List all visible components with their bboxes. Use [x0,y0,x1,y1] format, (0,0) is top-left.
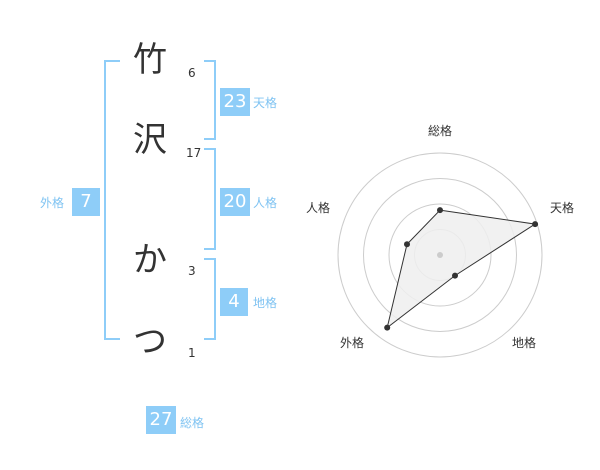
jinkaku-label: 人格 [253,196,278,210]
chikaku-bracket [204,258,216,340]
gaikaku-label: 外格 [40,196,65,210]
radar-label-jinkaku: 人格 [305,201,330,215]
name-char-2: 沢 [133,120,167,160]
gaikaku-bracket [104,60,120,340]
radar-ring [363,178,517,332]
soukaku-label: 総格 [180,416,205,430]
radar-label-gaikaku: 外格 [339,336,364,350]
radar-point [404,241,410,248]
name-char-3: か [133,240,167,280]
name-char-2-strokes: 17 [186,146,202,160]
gaikaku-value-badge: 7 [72,188,100,216]
chikaku-label: 地格 [253,296,278,310]
radar-label-chikaku: 地格 [511,336,536,350]
radar-point [384,324,391,331]
radar-label-tenkaku: 天格 [549,201,574,215]
name-char-1-strokes: 6 [188,66,196,80]
name-char-3-strokes: 3 [188,264,196,278]
jinkaku-value-badge: 20 [220,188,250,216]
chikaku-value-badge: 4 [220,288,248,316]
radar-point [437,207,443,214]
name-char-4: つ [133,322,167,362]
jinkaku-bracket [204,148,216,250]
fortune-radar-chart [337,152,543,358]
soukaku-value-badge: 27 [146,406,176,434]
radar-ring [388,203,492,307]
radar-label-soukaku: 総格 [427,124,452,138]
radar-point [452,272,458,279]
radar-center-point [437,252,443,258]
name-char-4-strokes: 1 [188,346,196,360]
tenkaku-value-badge: 23 [220,88,250,116]
radar-point [532,221,539,228]
name-char-1: 竹 [133,40,167,80]
tenkaku-bracket [204,60,216,140]
radar-series-area [386,209,537,329]
radar-ring [337,152,543,358]
tenkaku-label: 天格 [253,96,278,110]
